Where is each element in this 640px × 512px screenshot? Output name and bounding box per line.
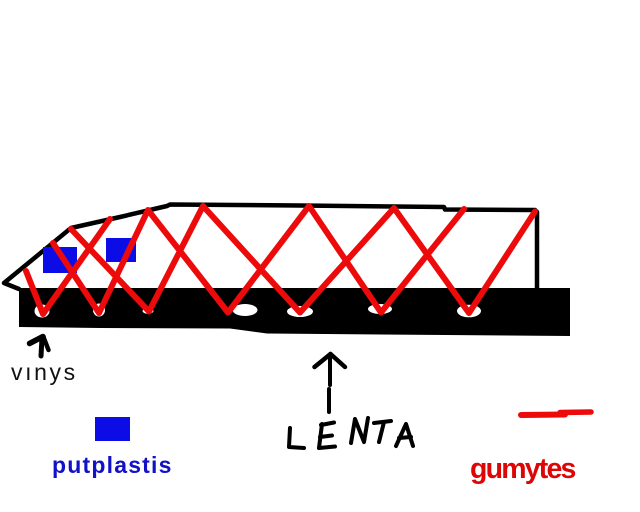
svg-text:gumytes: gumytes — [470, 453, 576, 485]
svg-text:putplastis: putplastis — [52, 452, 173, 478]
svg-text:vınys: vınys — [11, 359, 78, 385]
